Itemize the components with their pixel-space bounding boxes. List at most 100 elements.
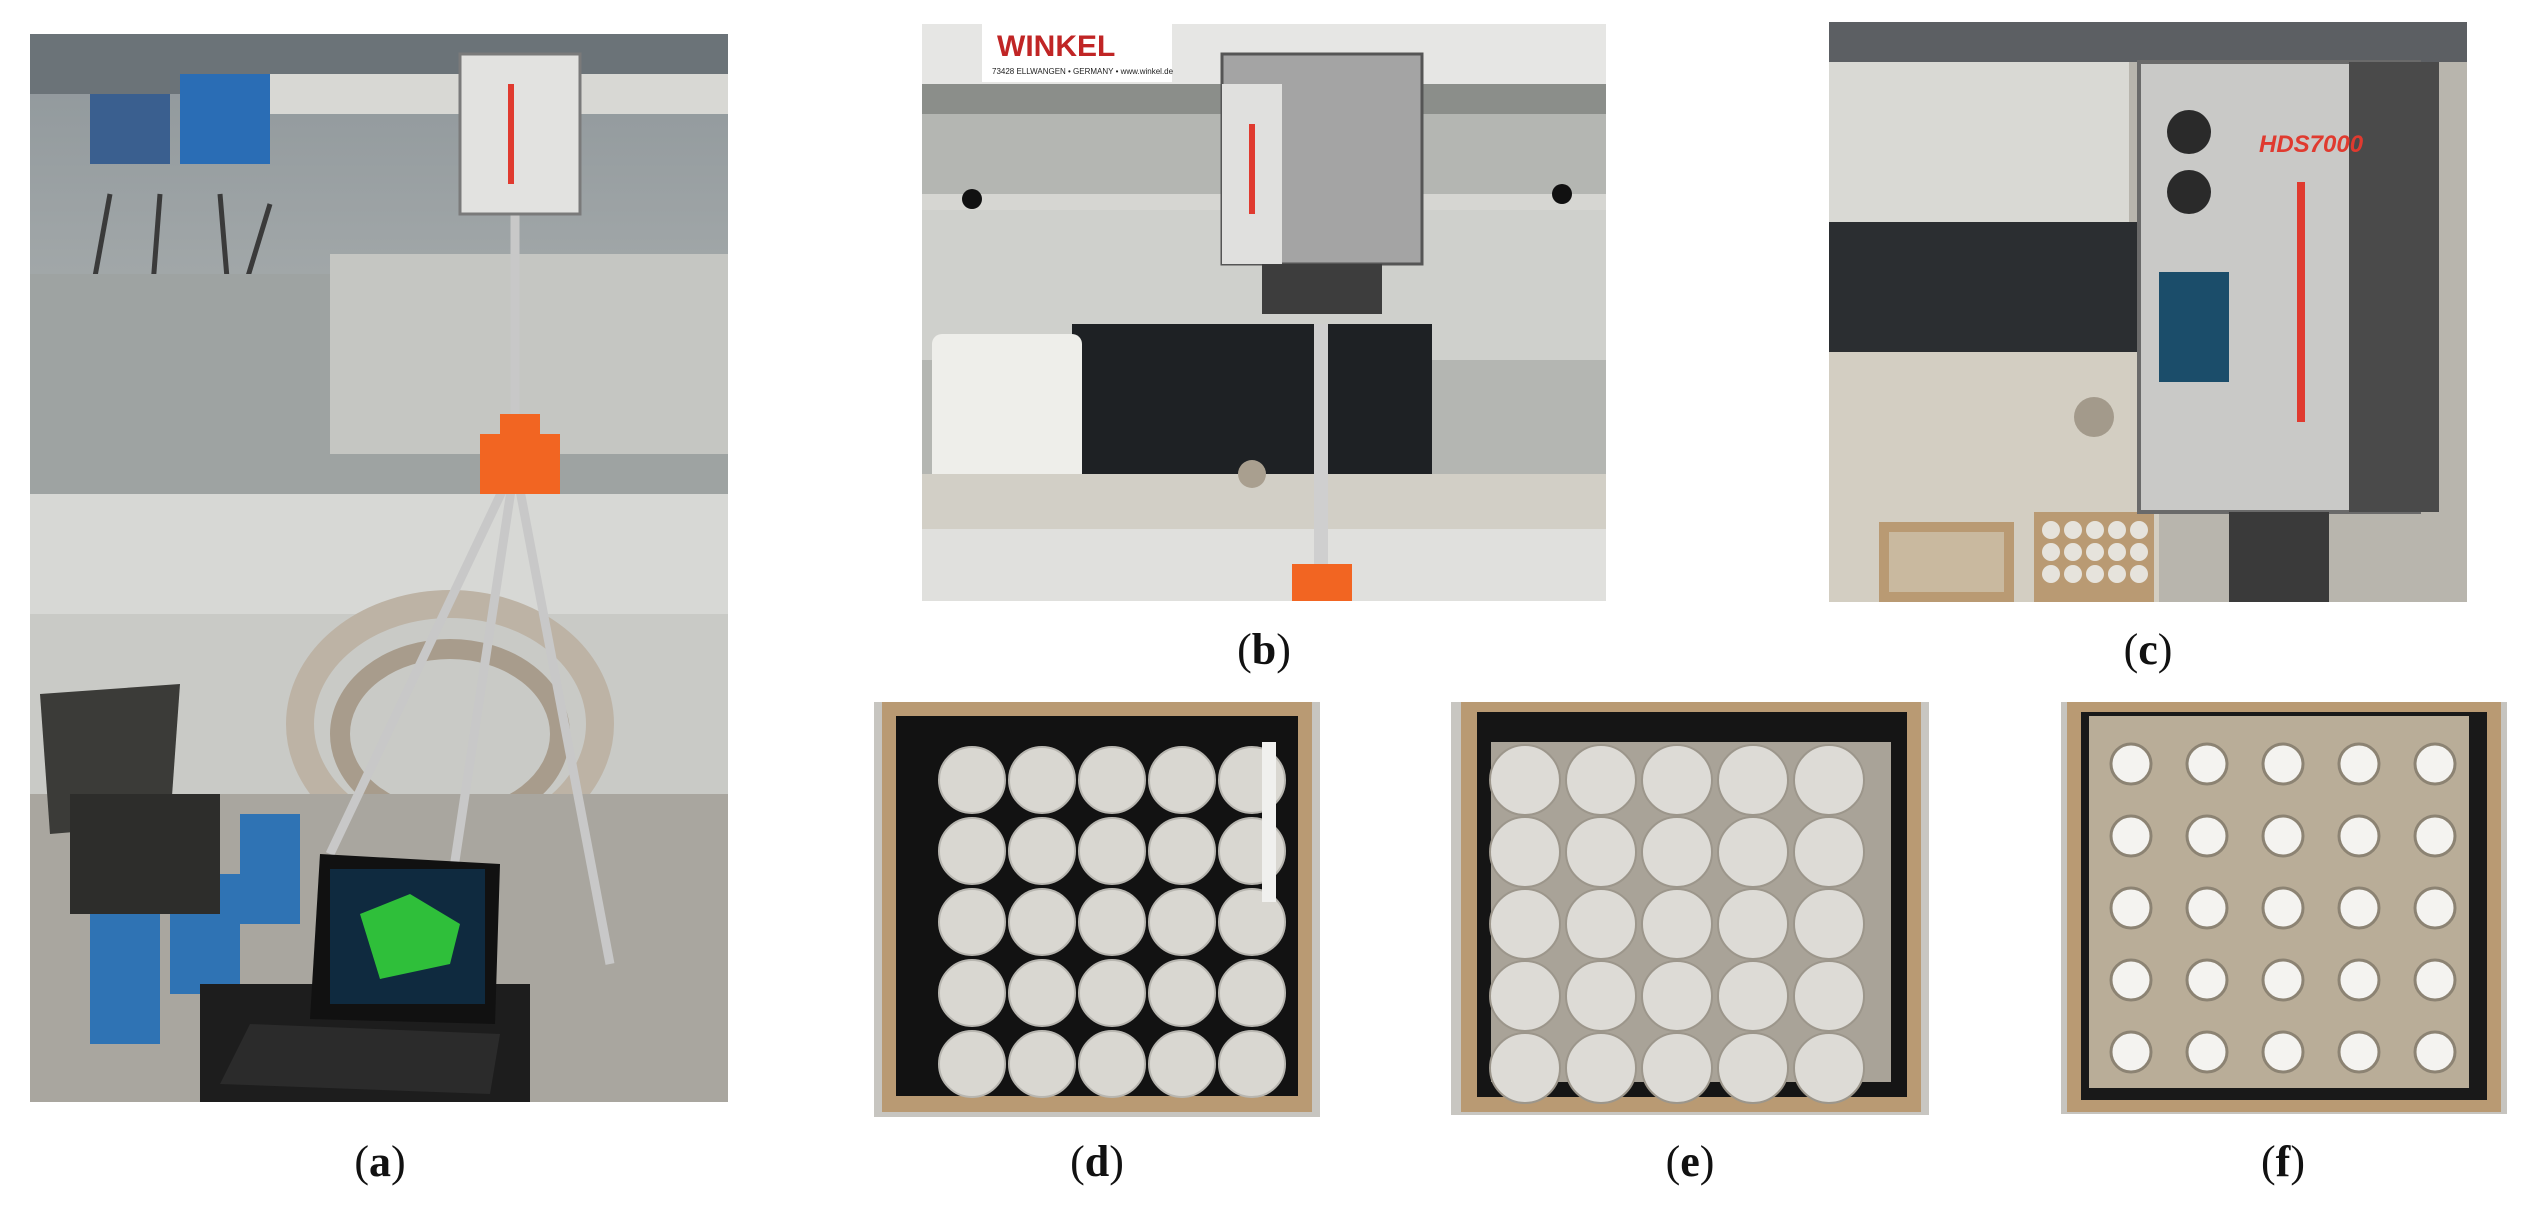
ball-impression bbox=[2337, 742, 2381, 786]
concrete-ball bbox=[1717, 1032, 1789, 1104]
concrete-ball bbox=[938, 817, 1006, 885]
photo-panel-f bbox=[2061, 702, 2507, 1114]
ball-impression bbox=[2413, 958, 2457, 1002]
concrete-ball bbox=[1078, 746, 1146, 814]
laser-scanner bbox=[458, 52, 582, 216]
concrete-ball bbox=[1793, 1032, 1865, 1104]
winkel-brand-text: WINKEL bbox=[997, 30, 1115, 63]
concrete-ball bbox=[1717, 960, 1789, 1032]
caption-a: (a) bbox=[354, 1137, 406, 1186]
concrete-ball-grid bbox=[938, 746, 1286, 1098]
ball-impression bbox=[2413, 886, 2457, 930]
concrete-ball bbox=[1565, 1032, 1637, 1104]
concrete-ball bbox=[1218, 959, 1286, 1027]
ball-impression-grid bbox=[2109, 742, 2457, 1074]
laptop-keyboard bbox=[220, 1024, 500, 1094]
clean-balls-mould-image bbox=[874, 702, 1320, 1117]
concrete-ball bbox=[1218, 1030, 1286, 1098]
concrete-ball bbox=[1641, 744, 1713, 816]
concrete-ball bbox=[1489, 744, 1561, 816]
concrete-ball bbox=[1565, 816, 1637, 888]
target-marker-icon bbox=[1552, 184, 1572, 204]
concrete-ball bbox=[1008, 1030, 1076, 1098]
ball-impression bbox=[2337, 1030, 2381, 1074]
ball-impression bbox=[2109, 886, 2153, 930]
caption-f: (f) bbox=[2261, 1137, 2305, 1186]
concrete-ball bbox=[1008, 959, 1076, 1027]
ball-impression bbox=[2337, 814, 2381, 858]
mortar-impressions-image bbox=[2061, 702, 2507, 1114]
lab-overview-image bbox=[30, 34, 728, 1102]
winkel-address-text: 73428 ELLWANGEN • GERMANY • www.winkel.d… bbox=[992, 67, 1174, 76]
ball-impression bbox=[2109, 814, 2153, 858]
concrete-ball bbox=[1078, 888, 1146, 956]
bin-back-wall bbox=[1829, 222, 2159, 352]
scanner-model-label: HDS7000 bbox=[2259, 131, 2364, 158]
ball-impression bbox=[2109, 742, 2153, 786]
concrete-ball bbox=[1218, 888, 1286, 956]
concrete-ball bbox=[1717, 888, 1789, 960]
bin-back-wall bbox=[1072, 324, 1432, 474]
concrete-ball bbox=[1148, 959, 1216, 1027]
concrete-ball-grid bbox=[1489, 744, 1865, 1104]
photo-panel-c: HDS7000 bbox=[1829, 22, 2467, 602]
ball-impression bbox=[2413, 814, 2457, 858]
ball-impression bbox=[2185, 1030, 2229, 1074]
concrete-ball bbox=[1148, 1030, 1216, 1098]
ball-impression bbox=[2261, 814, 2305, 858]
ball-impression bbox=[2185, 742, 2229, 786]
ball-impression bbox=[2413, 742, 2457, 786]
photo-panel-a bbox=[30, 34, 728, 1102]
concrete-ball bbox=[1489, 888, 1561, 960]
concrete-ball bbox=[1717, 816, 1789, 888]
concrete-ball bbox=[1565, 888, 1637, 960]
concrete-ball bbox=[1489, 816, 1561, 888]
concrete-ball bbox=[1148, 817, 1216, 885]
caption-e: (e) bbox=[1665, 1137, 1715, 1186]
scanner-closeup-image: HDS7000 bbox=[1829, 22, 2467, 602]
ball-impression bbox=[2185, 886, 2229, 930]
ball-impression bbox=[2337, 886, 2381, 930]
ball-impression bbox=[2261, 958, 2305, 1002]
concrete-ball bbox=[1793, 744, 1865, 816]
concrete-ball bbox=[1078, 959, 1146, 1027]
scanner-front-image: WINKEL 73428 ELLWANGEN • GERMANY • www.w… bbox=[922, 24, 1606, 601]
photo-panel-d bbox=[874, 702, 1320, 1117]
concrete-ball bbox=[1793, 960, 1865, 1032]
concrete-ball bbox=[938, 746, 1006, 814]
caption-b: (b) bbox=[1237, 625, 1291, 674]
robot-actuator bbox=[180, 74, 270, 164]
scanner-display bbox=[2159, 272, 2229, 382]
concrete-ball bbox=[1008, 746, 1076, 814]
ball-impression bbox=[2109, 1030, 2153, 1074]
concrete-ball bbox=[1078, 817, 1146, 885]
photo-panel-b: WINKEL 73428 ELLWANGEN • GERMANY • www.w… bbox=[922, 24, 1606, 601]
caption-c: (c) bbox=[2123, 625, 2173, 674]
ball-impression bbox=[2185, 814, 2229, 858]
test-cylinder bbox=[240, 814, 300, 924]
concrete-ball bbox=[1148, 746, 1216, 814]
concrete-ball bbox=[1641, 960, 1713, 1032]
ball-impression bbox=[2413, 1030, 2457, 1074]
ball-impression bbox=[2261, 886, 2305, 930]
concrete-ball bbox=[1489, 1032, 1561, 1104]
covered-balls-mould-image bbox=[1451, 702, 1929, 1115]
concrete-ball bbox=[1641, 816, 1713, 888]
caption-d: (d) bbox=[1070, 1137, 1124, 1186]
target-marker-icon bbox=[962, 189, 982, 209]
concrete-ball bbox=[1008, 888, 1076, 956]
concrete-ball bbox=[938, 1030, 1006, 1098]
concrete-ball bbox=[938, 959, 1006, 1027]
concrete-ball bbox=[1078, 1030, 1146, 1098]
concrete-ball bbox=[1641, 1032, 1713, 1104]
concrete-ball bbox=[1008, 817, 1076, 885]
concrete-ball bbox=[1148, 888, 1216, 956]
concrete-ball bbox=[1793, 816, 1865, 888]
concrete-ball bbox=[1489, 960, 1561, 1032]
photo-panel-e bbox=[1451, 702, 1929, 1115]
ball-impression bbox=[2261, 1030, 2305, 1074]
ball-impression bbox=[2185, 958, 2229, 1002]
ball-impression bbox=[2261, 742, 2305, 786]
concrete-ball bbox=[1565, 744, 1637, 816]
concrete-ball bbox=[1641, 888, 1713, 960]
